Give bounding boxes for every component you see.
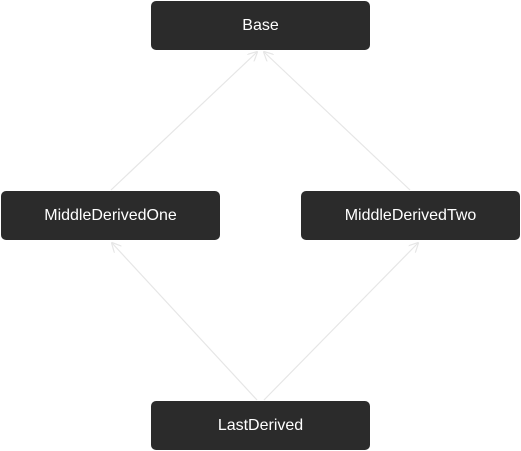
edge-lastderived-to-middlederivedone <box>112 243 258 401</box>
node-middlederivedtwo[interactable]: MiddleDerivedTwo <box>301 191 520 240</box>
node-lastderived-label: LastDerived <box>217 416 304 434</box>
edge-middlederivedtwo-to-base <box>264 52 411 191</box>
node-base-label: Base <box>242 16 279 34</box>
node-middlederivedone[interactable]: MiddleDerivedOne <box>1 191 220 240</box>
node-middlederivedtwo-label: MiddleDerivedTwo <box>344 206 477 224</box>
edge-middlederivedone-to-base <box>110 52 257 191</box>
node-middlederivedone-label: MiddleDerivedOne <box>44 206 177 224</box>
node-base[interactable]: Base <box>151 1 370 50</box>
node-lastderived[interactable]: LastDerived <box>151 401 370 450</box>
edge-lastderived-to-middlederivedtwo <box>263 243 418 401</box>
